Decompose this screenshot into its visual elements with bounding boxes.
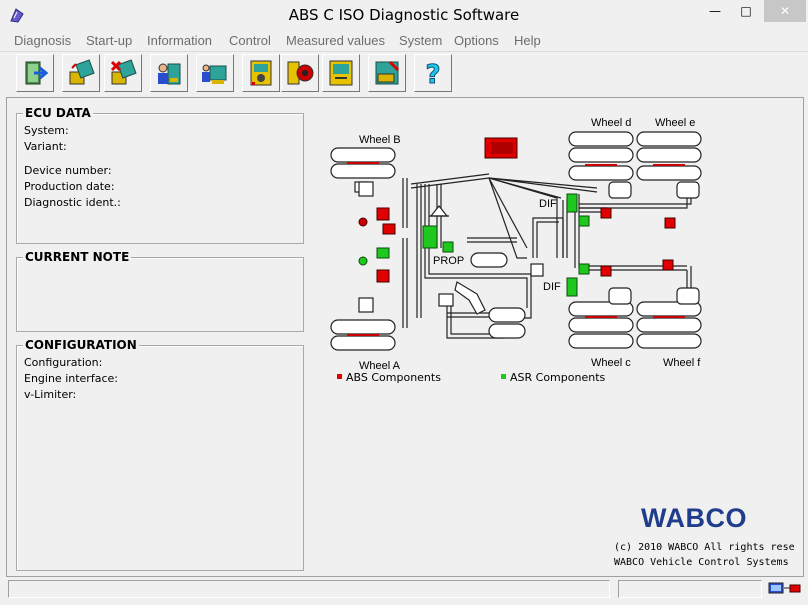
wheel-a-label: Wheel A (359, 360, 401, 372)
config-engine-interface-label: Engine interface: (24, 372, 118, 385)
ecu-program-icon (375, 60, 400, 85)
menu-start-up[interactable]: Start-up (86, 33, 133, 48)
wheel-d-label: Wheel d (591, 117, 631, 129)
app-icon (10, 8, 24, 23)
control-icon (287, 61, 314, 85)
menu-diagnosis[interactable]: Diagnosis (14, 33, 72, 48)
maximize-button[interactable]: □ (731, 0, 761, 22)
toolbar: ? (0, 52, 808, 96)
connection-status-icon (768, 582, 801, 594)
service-button[interactable] (196, 54, 234, 92)
measure-button[interactable] (242, 54, 280, 92)
menu-control[interactable]: Control (229, 33, 271, 48)
status-panel-secondary (618, 580, 762, 598)
close-icon: ✕ (779, 4, 791, 18)
menu-help[interactable]: Help (514, 33, 541, 48)
dif-bottom-label: DIF (543, 281, 561, 293)
ecu-data-legend: ECU DATA (23, 106, 93, 120)
menu-system[interactable]: System (399, 33, 443, 48)
exit-icon (25, 61, 49, 85)
title-bar: ABS C ISO Diagnostic Software — □ ✕ (0, 0, 808, 30)
svg-text:?: ? (425, 60, 440, 88)
asr-components (358, 193, 590, 297)
control-button[interactable] (281, 54, 319, 92)
close-button[interactable]: ✕ (764, 0, 806, 22)
ecu-production-date-label: Production date: (24, 180, 115, 193)
wheel-f-label: Wheel f (663, 357, 701, 369)
ecu-system-label: System: (24, 124, 69, 137)
abs-swatch (337, 374, 342, 379)
main-panel: ECU DATA System: Variant: Device number:… (6, 97, 804, 577)
minimize-button[interactable]: — (700, 0, 730, 22)
config-v-limiter-label: v-Limiter: (24, 388, 77, 401)
wheel-c-label: Wheel c (591, 357, 631, 369)
abs-legend-label: ABS Components (346, 371, 441, 384)
dif-top-label: DIF (539, 198, 557, 210)
copyright-text: (c) 2010 WABCO All rights rese (614, 542, 794, 553)
asr-legend-label: ASR Components (510, 371, 606, 384)
company-text: WABCO Vehicle Control Systems (614, 557, 789, 568)
ecu-device-number-label: Device number: (24, 164, 112, 177)
ecu-erase-icon (110, 59, 137, 85)
status-panel-main (8, 580, 610, 598)
config-configuration-label: Configuration: (24, 356, 103, 369)
wabco-logo: WABCO (641, 503, 747, 533)
menu-options[interactable]: Options (454, 33, 499, 48)
technician-button[interactable] (150, 54, 188, 92)
current-note-legend: CURRENT NOTE (23, 250, 132, 264)
ecu-read-button[interactable] (62, 54, 100, 92)
prop-label: PROP (433, 255, 464, 267)
current-note-group: CURRENT NOTE (16, 250, 304, 332)
brake-system-diagram: Wheel B Wheel A Wheel d Wheel e Wheel c … (330, 117, 702, 372)
abs-legend: ABS Components (337, 371, 441, 384)
ecu-variant-label: Variant: (24, 140, 67, 153)
maximize-icon: □ (740, 4, 752, 18)
status-bar (0, 578, 808, 605)
help-icon: ? (425, 60, 441, 89)
ecu-diagnostic-ident-label: Diagnostic ident.: (24, 196, 121, 209)
configuration-legend: CONFIGURATION (23, 338, 139, 352)
menu-measured-values[interactable]: Measured values (286, 33, 385, 48)
wheel-b-label: Wheel B (359, 134, 401, 146)
menu-bar: Diagnosis Start-up Information Control M… (0, 31, 808, 52)
wheel-e-label: Wheel e (655, 117, 695, 129)
exit-button[interactable] (16, 54, 54, 92)
ecu-program-button[interactable] (368, 54, 406, 92)
window-title: ABS C ISO Diagnostic Software (288, 6, 520, 24)
measure-icon (250, 60, 272, 86)
abs-components (358, 137, 676, 283)
menu-information[interactable]: Information (147, 33, 213, 48)
tester-icon (329, 60, 353, 86)
minimize-icon: — (709, 4, 721, 18)
technician-icon (158, 63, 181, 85)
ecu-data-group: ECU DATA System: Variant: Device number:… (16, 106, 304, 244)
asr-swatch (501, 374, 506, 379)
service-icon (202, 64, 227, 84)
help-button[interactable]: ? (414, 54, 452, 92)
ecu-erase-button[interactable] (104, 54, 142, 92)
tester-button[interactable] (322, 54, 360, 92)
ecu-read-icon (69, 59, 95, 85)
asr-legend: ASR Components (501, 371, 605, 384)
configuration-group: CONFIGURATION Configuration: Engine inte… (16, 338, 304, 571)
